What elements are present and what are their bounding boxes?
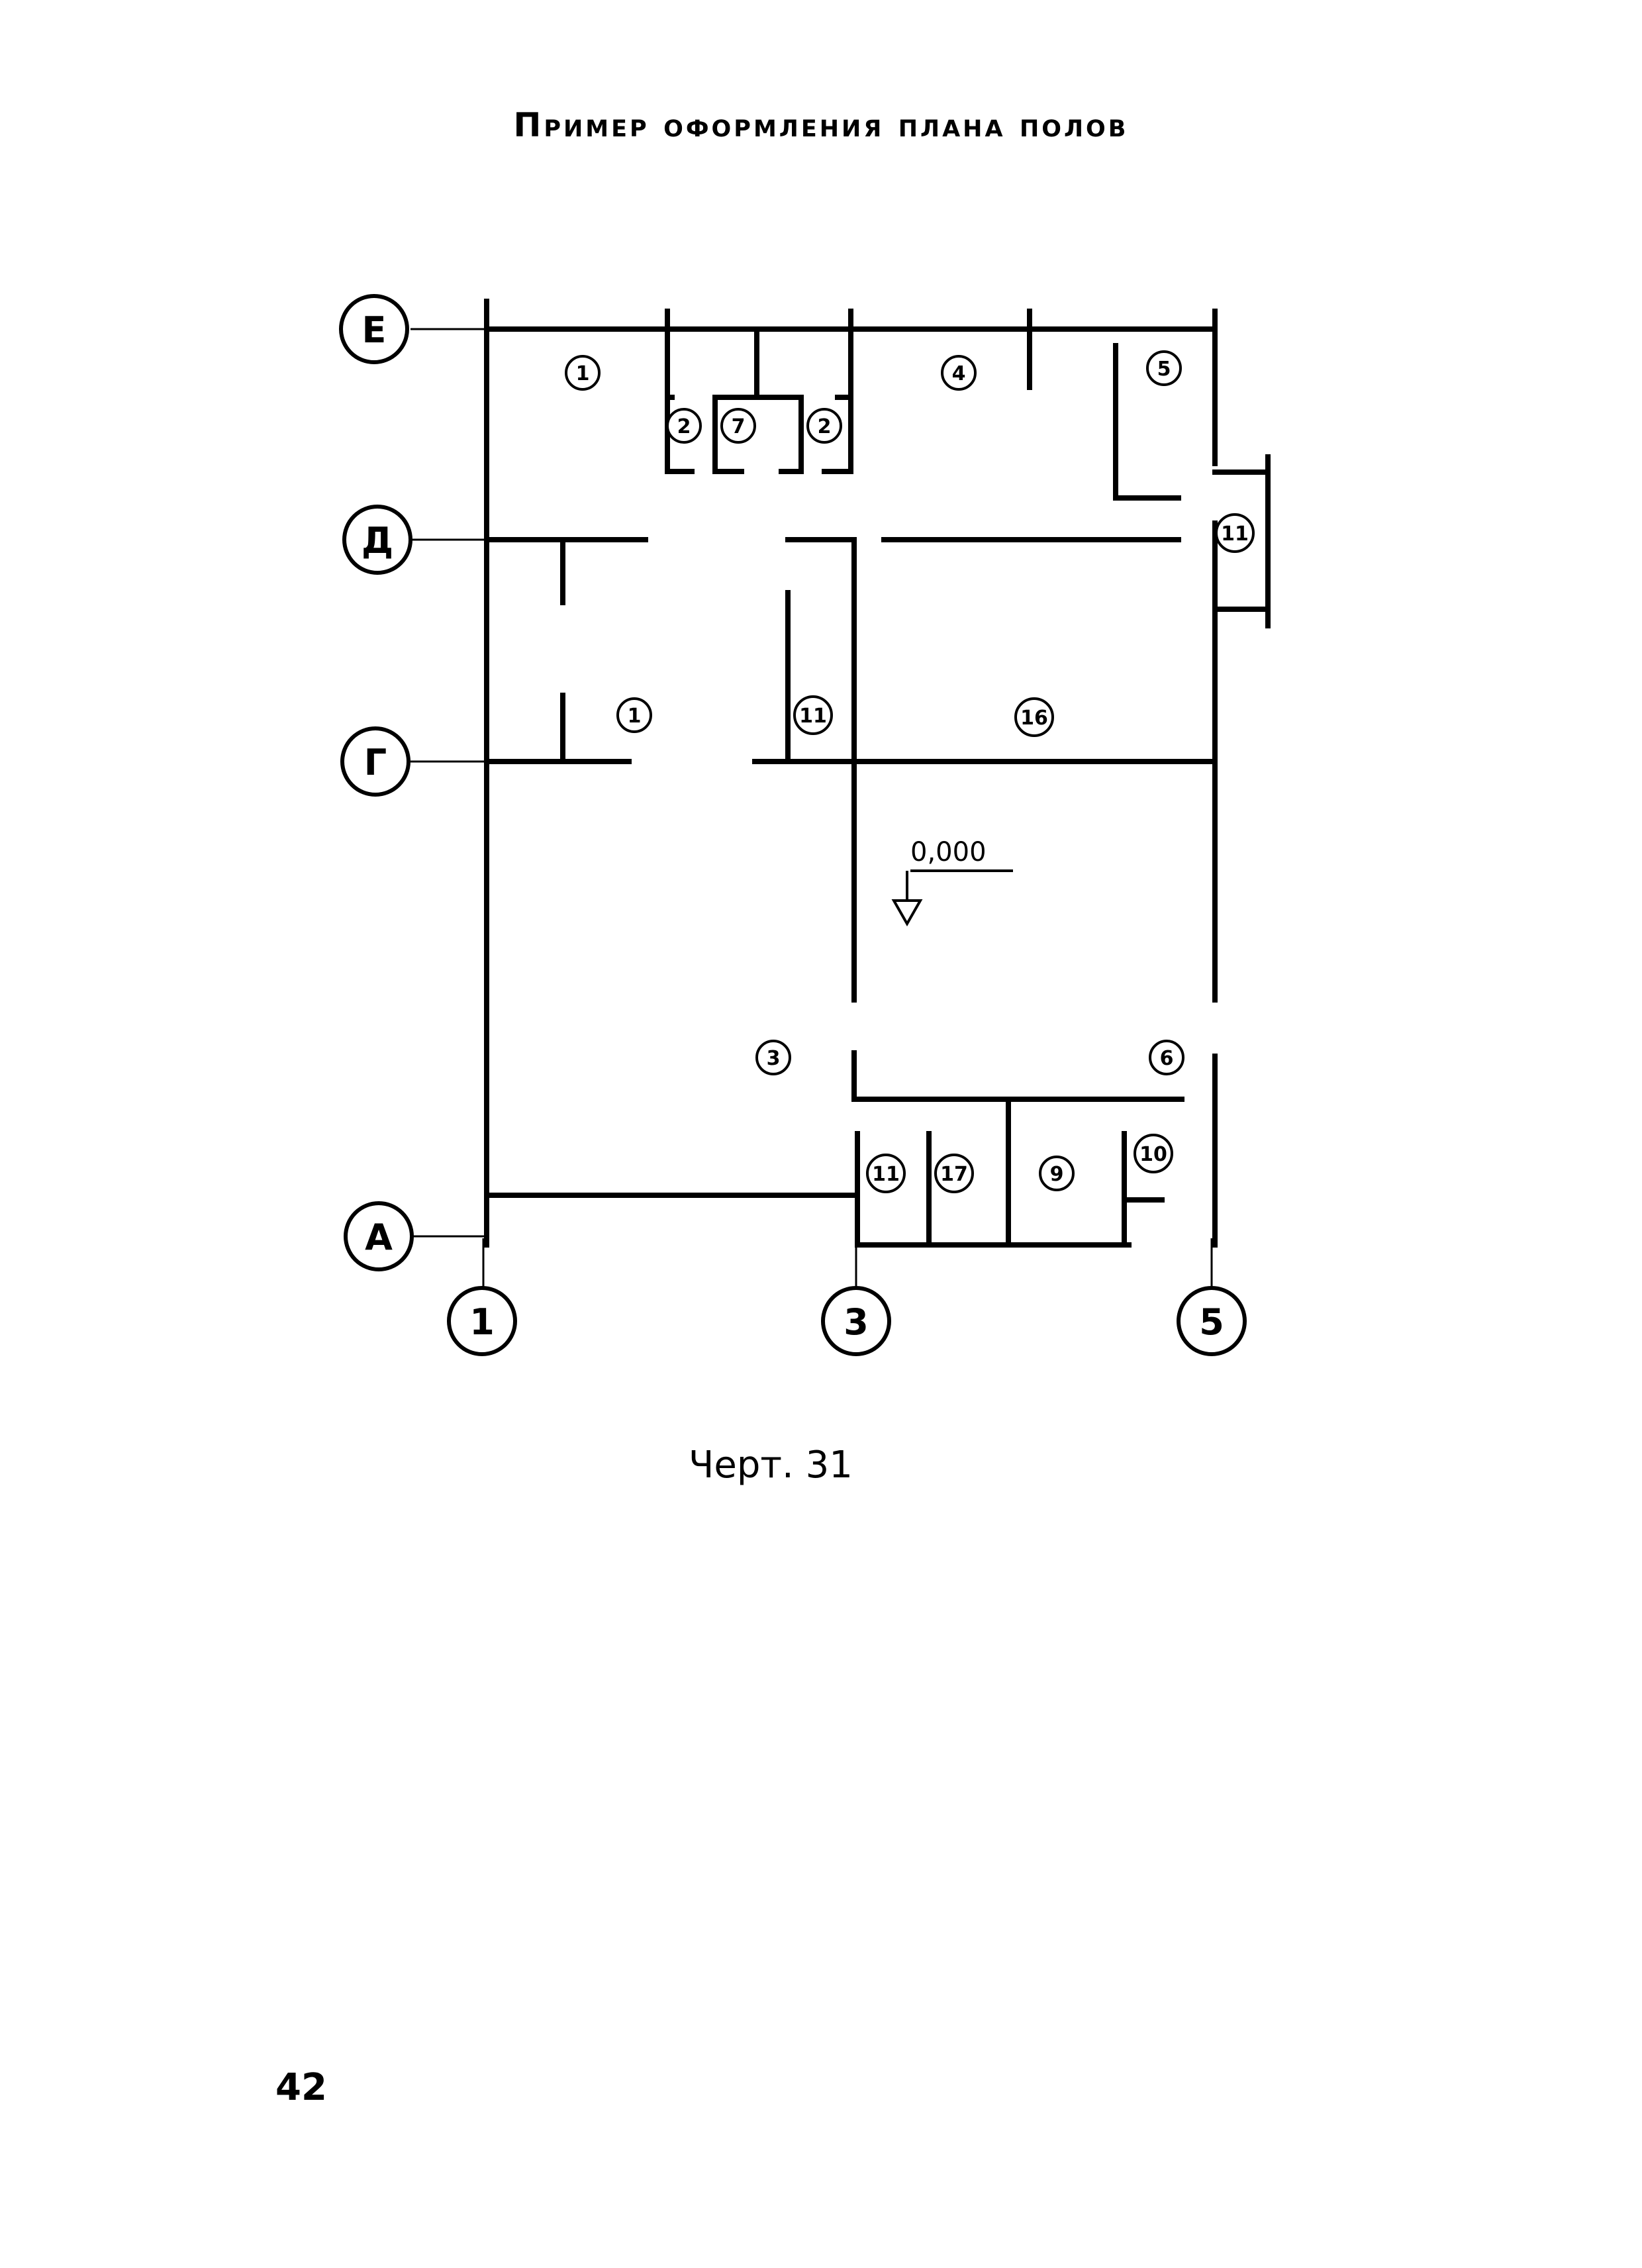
svg-text:16: 16 [1020, 707, 1048, 730]
page-title: Пример оформления плана полов [513, 106, 1129, 144]
svg-text:А: А [365, 1216, 393, 1258]
room-marker: 2 [666, 408, 702, 444]
room-marker: 16 [1014, 697, 1054, 737]
room-marker: 7 [720, 408, 756, 444]
level-mark: 0,000 [891, 837, 1013, 927]
axis-lines [410, 328, 1213, 1288]
axis-marker-5: 5 [1177, 1286, 1247, 1356]
axis-marker-3: 3 [821, 1286, 891, 1356]
room-marker: 1 [565, 355, 601, 391]
room-marker: 3 [755, 1040, 791, 1075]
svg-text:0,000: 0,000 [910, 837, 987, 867]
svg-text:4: 4 [952, 362, 966, 385]
room-marker: 11 [793, 695, 833, 735]
walls [484, 299, 1271, 1248]
svg-text:17: 17 [940, 1163, 968, 1186]
svg-text:2: 2 [818, 415, 832, 438]
axis-marker-A: А [344, 1201, 414, 1271]
axis-marker-G: Г [340, 726, 410, 797]
svg-text:Г: Г [364, 742, 387, 783]
room-marker: 4 [941, 355, 977, 391]
svg-text:1: 1 [469, 1301, 495, 1343]
room-marker: 5 [1146, 350, 1182, 386]
room-marker: 9 [1039, 1156, 1075, 1191]
axis-marker-1: 1 [447, 1286, 517, 1356]
figure-caption: Черт. 31 [689, 1444, 853, 1487]
svg-text:Е: Е [362, 309, 387, 351]
room-marker: 17 [934, 1154, 974, 1193]
svg-text:9: 9 [1050, 1163, 1064, 1186]
svg-text:6: 6 [1160, 1047, 1174, 1070]
svg-text:1: 1 [628, 705, 642, 728]
room-marker: 2 [806, 408, 842, 444]
room-marker: 11 [1215, 513, 1255, 553]
svg-text:3: 3 [844, 1301, 869, 1343]
svg-text:7: 7 [732, 415, 746, 438]
svg-text:Д: Д [362, 520, 393, 562]
room-marker: 11 [866, 1154, 906, 1193]
svg-text:2: 2 [677, 415, 691, 438]
room-marker: 1 [616, 697, 652, 733]
room-marker: 6 [1149, 1040, 1184, 1075]
room-marker: 10 [1134, 1134, 1173, 1173]
axis-marker-D: Д [342, 505, 412, 575]
page-number: 42 [275, 2066, 327, 2109]
svg-text:5: 5 [1157, 358, 1171, 381]
svg-text:11: 11 [1221, 522, 1249, 546]
svg-text:1: 1 [576, 362, 590, 385]
svg-text:3: 3 [767, 1047, 781, 1070]
svg-text:5: 5 [1199, 1301, 1224, 1343]
svg-text:10: 10 [1139, 1143, 1167, 1166]
svg-text:11: 11 [872, 1163, 900, 1186]
axis-marker-E: Е [339, 294, 409, 364]
svg-text:11: 11 [799, 705, 827, 728]
